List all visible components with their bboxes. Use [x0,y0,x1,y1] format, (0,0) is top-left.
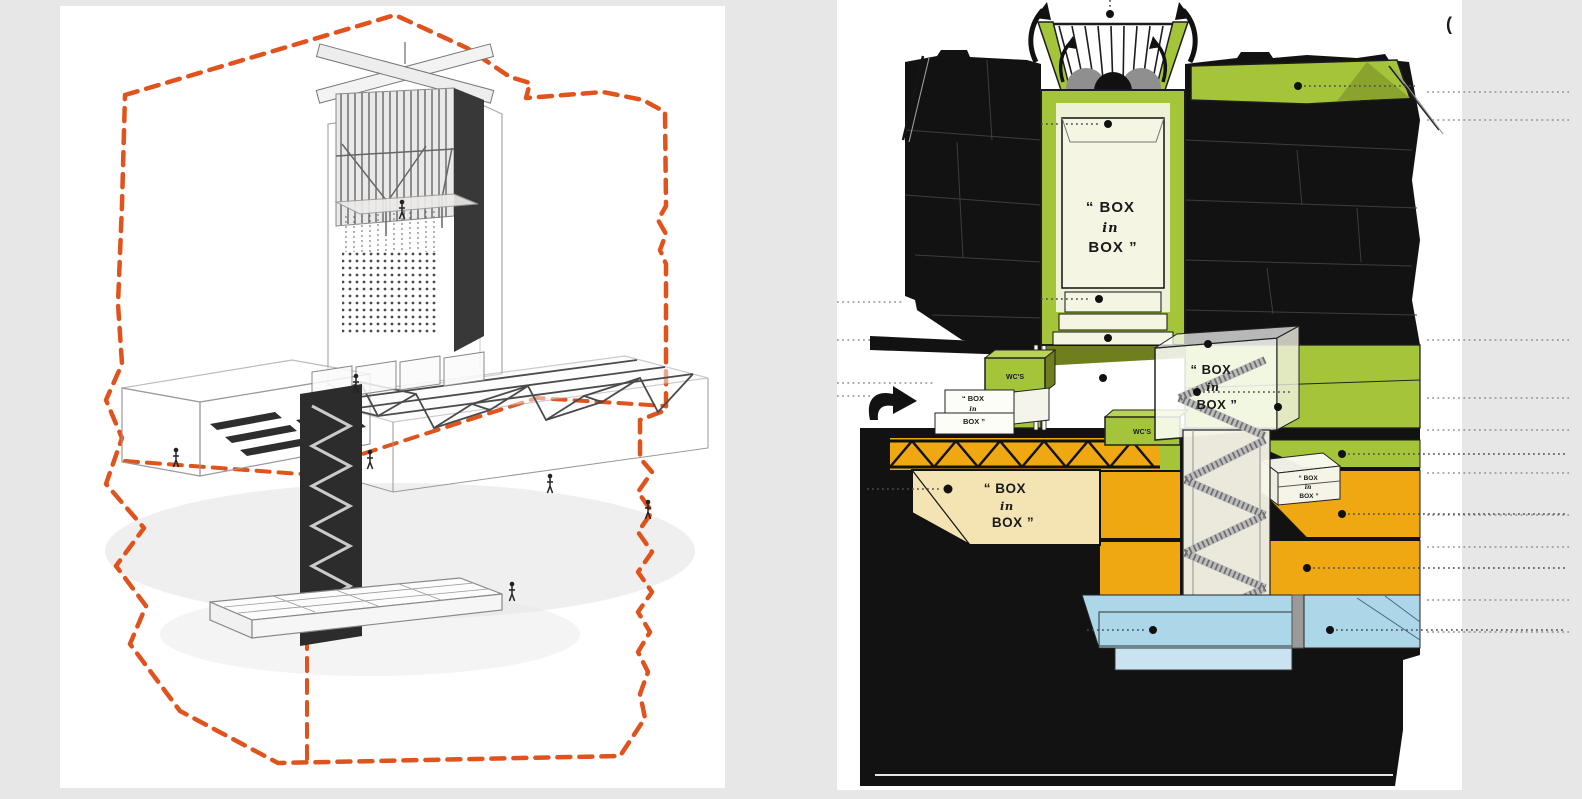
stacked-boxes [1052,291,1174,346]
horizontal-volumes [121,351,709,646]
guy-wire [901,55,925,141]
exhaust-arrow-icon [1028,2,1198,83]
trussed-hall [309,351,709,493]
mid-platform [334,193,479,215]
tower-box-label: “ BOX in BOX ” [1086,199,1140,256]
left-lower-floors [889,438,1160,546]
reference-dots [867,82,1565,634]
auditorium-box [121,359,371,477]
wc-box-upper [983,348,1057,394]
level-lines [837,91,1569,633]
right-black-mass [1184,52,1444,345]
blue-levels [1081,594,1421,671]
entry-box-label: “ BOX in BOX ” [962,394,986,426]
mid-strip-floors [1100,445,1180,598]
base-slab [209,577,503,639]
corner-mark: ( [1446,14,1452,34]
wcs-label-upper: WC'S [1006,374,1024,381]
left-drawing-canvas [60,6,725,788]
ground-shadow [105,483,695,619]
central-tower [1040,89,1186,346]
section-drawing: “ BOX in BOX ” “ BOX in BOX ” “ BOX in B… [837,0,1569,790]
zigzag-stairs [308,404,354,608]
stair-shaft-dark [300,384,362,646]
cream-box-label: “ BOX in BOX ” [984,481,1034,530]
tower-box-in-box [1061,117,1165,289]
flytower [315,42,503,397]
stair-box-label: “ BOX in BOX ” [1191,362,1238,412]
apex-dot [1106,10,1114,18]
left-black-mass [901,50,1042,345]
right-small-box-label: “ BOX in BOX ” [1299,475,1320,500]
gray-pillar [1291,594,1305,649]
wcs-label-lower: WC'S [1133,429,1151,436]
stage-boxes-row [311,351,485,401]
axonometric-drawing [103,12,709,766]
tower-dark-side-panel [454,88,484,352]
roof-cable [1388,65,1440,131]
entry-box-in-box [934,387,1050,435]
cream-box-room [911,469,1101,546]
ball-grid-texture [342,252,438,336]
entry-arrow-icon [868,386,917,420]
